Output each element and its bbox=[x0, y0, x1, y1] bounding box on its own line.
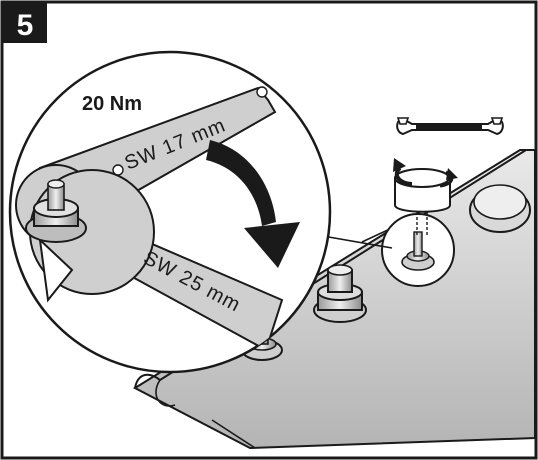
zoom-detail-view: SW 17 mm SW 25 mm 20 Nm bbox=[8, 50, 393, 374]
hex-cap-nut bbox=[313, 264, 367, 323]
torque-label: 20 Nm bbox=[82, 93, 142, 115]
tightening-direction-arrow bbox=[206, 140, 300, 268]
open-end-wrench-icon bbox=[396, 117, 504, 136]
clockwise-rotation-icon bbox=[393, 158, 458, 236]
step-badge: 5 bbox=[3, 3, 47, 43]
detail-circle bbox=[361, 213, 455, 287]
step-number: 5 bbox=[17, 9, 34, 42]
rail-end-cap bbox=[469, 184, 531, 233]
zoom-bolt bbox=[25, 179, 87, 243]
